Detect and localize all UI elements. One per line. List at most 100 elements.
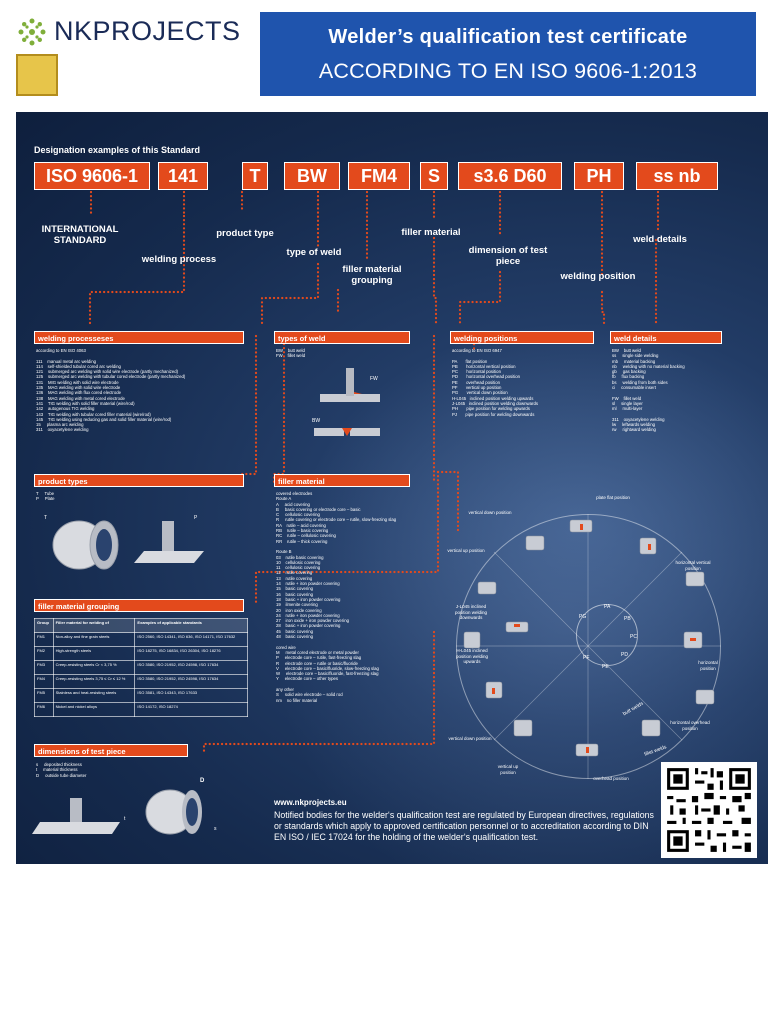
positions-list: according to EN ISO 6947 PA flat positio… [452, 348, 538, 417]
table-cell: ISO 3580, ISO 21952, ISO 24598, ISO 1763… [134, 660, 248, 675]
header-banner: Welder’s qualification test certificate … [260, 12, 756, 96]
ring-pc: PC [630, 634, 637, 640]
filler-list: covered electrodes Route A A acid coveri… [276, 491, 397, 703]
ring-pd: PD [621, 652, 628, 658]
code-filler: S [420, 162, 448, 190]
types-list: BW butt weld FW fillet weld [276, 348, 306, 359]
label-type-of-weld: type of weld [286, 247, 342, 258]
brand-name: NKPROJECTS [54, 16, 241, 46]
table-header: Group [34, 618, 54, 633]
table-cell: FM2 [34, 646, 54, 661]
positions-wheel [456, 514, 721, 779]
label-weld-details: weld details [633, 234, 687, 245]
table-cell: ISO 18275, ISO 16834, ISO 26304, ISO 182… [134, 646, 248, 661]
d-label: D [200, 778, 205, 784]
pos-vertical-down: vertical down position [468, 510, 512, 515]
ring-pa: PA [604, 604, 611, 610]
pos-plate-flat: plate flat position [596, 495, 630, 500]
panel-filler-grouping: filler material grouping [34, 599, 244, 612]
t-label: T [44, 515, 47, 521]
label-filler-grouping: filler material grouping [342, 264, 402, 286]
code-product: T [242, 162, 268, 190]
table-header: Filler material for welding of [52, 618, 136, 633]
panel-filler-material: filler material [274, 474, 410, 487]
label-international-standard: INTERNATIONAL STANDARD [41, 224, 119, 246]
table-cell: Non-alloy and fine grain steels [52, 632, 136, 647]
pos-vertical-up: vertical up position [447, 548, 485, 553]
table-cell: FM4 [34, 674, 54, 689]
pos-horizontal: horizontal position [698, 660, 718, 671]
code-process: 141 [158, 162, 208, 190]
ring-pe: PE [602, 664, 609, 670]
award-seal [16, 54, 58, 96]
pos-overhead: overhead position [593, 776, 629, 781]
code-filler-group: FM4 [348, 162, 410, 190]
nk-logo-icon [18, 18, 46, 46]
qr-code[interactable] [661, 762, 757, 858]
panel-product-types: product types [34, 474, 244, 487]
positions-wheel-inner [576, 604, 638, 666]
bw-label: BW [312, 418, 320, 424]
table-cell: FM3 [34, 660, 54, 675]
table-row: FM5 Stainless and heat-resisting steels … [34, 688, 248, 703]
footer-notice: www.nkprojects.eu Notified bodies for th… [274, 797, 654, 843]
product-list: T Tube P Plate [36, 491, 55, 502]
table-row: FM6 Nickel and nickel alloys ISO 14172, … [34, 702, 248, 717]
table-cell: Creep-resisting steels 3,75 ≤ Cr ≤ 12 % [52, 674, 136, 689]
table-cell: ISO 2560, ISO 14341, ISO 636, ISO 14171,… [134, 632, 248, 647]
panel-welding-processes: welding processeses [34, 331, 244, 344]
processes-list: according to EN ISO 4063 111 manual meta… [36, 348, 186, 433]
standard-poster: Designation examples of this Standard IS… [16, 112, 768, 864]
table-cell: Stainless and heat-resisting steels [52, 688, 136, 703]
table-cell: High-strength steels [52, 646, 136, 661]
code-standard: ISO 9606-1 [34, 162, 150, 190]
p-label: P [194, 515, 198, 521]
pos-h-l045: H-L045 inclined position welding upwards [455, 648, 489, 664]
table-cell: FM1 [34, 632, 54, 647]
t-small-label: t [124, 816, 126, 822]
ring-pg: PG [579, 614, 587, 620]
notice-text: Notified bodies for the welder‘s qualifi… [274, 810, 654, 842]
table-row: FM1 Non-alloy and fine grain steels ISO … [34, 632, 248, 647]
label-welding-position: welding position [560, 271, 636, 282]
ring-pf: PF [583, 655, 590, 661]
label-product-type: product type [216, 228, 274, 239]
table-header: Examples of applicable standards [134, 618, 248, 633]
table-row: FM4 Creep-resisting steels 3,75 ≤ Cr ≤ 1… [34, 674, 248, 689]
panel-dimensions: dimensions of test piece [34, 744, 188, 757]
code-weld-details: ss nb [636, 162, 718, 190]
details-list: BW butt weld ss single side welding mb m… [612, 348, 685, 433]
label-dimension: dimension of test piece [468, 245, 548, 267]
pos-horizontal-vertical: horizontal vertical position [675, 560, 711, 571]
fw-label: FW [370, 376, 378, 382]
code-position: PH [574, 162, 624, 190]
pos-horizontal-overhead: horizontal overhead position [670, 720, 710, 731]
page-subtitle: ACCORDING TO EN ISO 9606-1:2013 [318, 59, 698, 83]
ring-pb: PB [624, 616, 631, 622]
pos-vertical-down-2: vertical down position [448, 736, 492, 741]
pos-j-l045: J-L045 inclined position welding downwar… [454, 604, 488, 620]
label-filler-material: filler material [401, 227, 461, 238]
code-weld-type: BW [284, 162, 340, 190]
brand-logo: NKPROJECTS [16, 14, 256, 104]
panel-types-of-weld: types of weld [274, 331, 410, 344]
table-row: FM3 Creep-resisting steels Cr < 3,75 % I… [34, 660, 248, 675]
dimensions-illustration: t D s [32, 778, 217, 835]
table-cell: ISO 3580, ISO 21952, ISO 24598, ISO 1763… [134, 674, 248, 689]
designation-title: Designation examples of this Standard [34, 145, 201, 155]
panel-weld-details: weld details [610, 331, 722, 344]
table-cell: ISO 14172, ISO 18274 [134, 702, 248, 717]
label-welding-process: welding process [141, 254, 217, 265]
table-cell: Nickel and nickel alloys [52, 702, 136, 717]
table-cell: FM5 [34, 688, 54, 703]
page-title: Welder’s qualification test certificate [328, 26, 688, 48]
panel-welding-positions: welding positions [450, 331, 594, 344]
positions-spokes [456, 514, 721, 779]
website-link[interactable]: www.nkprojects.eu [274, 798, 347, 807]
weld-types-illustration: FW BW [312, 368, 380, 436]
table-row: FM2 High-strength steels ISO 18275, ISO … [34, 646, 248, 661]
code-dimension: s3.6 D60 [458, 162, 562, 190]
s-small-label: s [214, 826, 217, 832]
filler-grouping-table: Group Filler material for welding of Exa… [34, 618, 248, 717]
